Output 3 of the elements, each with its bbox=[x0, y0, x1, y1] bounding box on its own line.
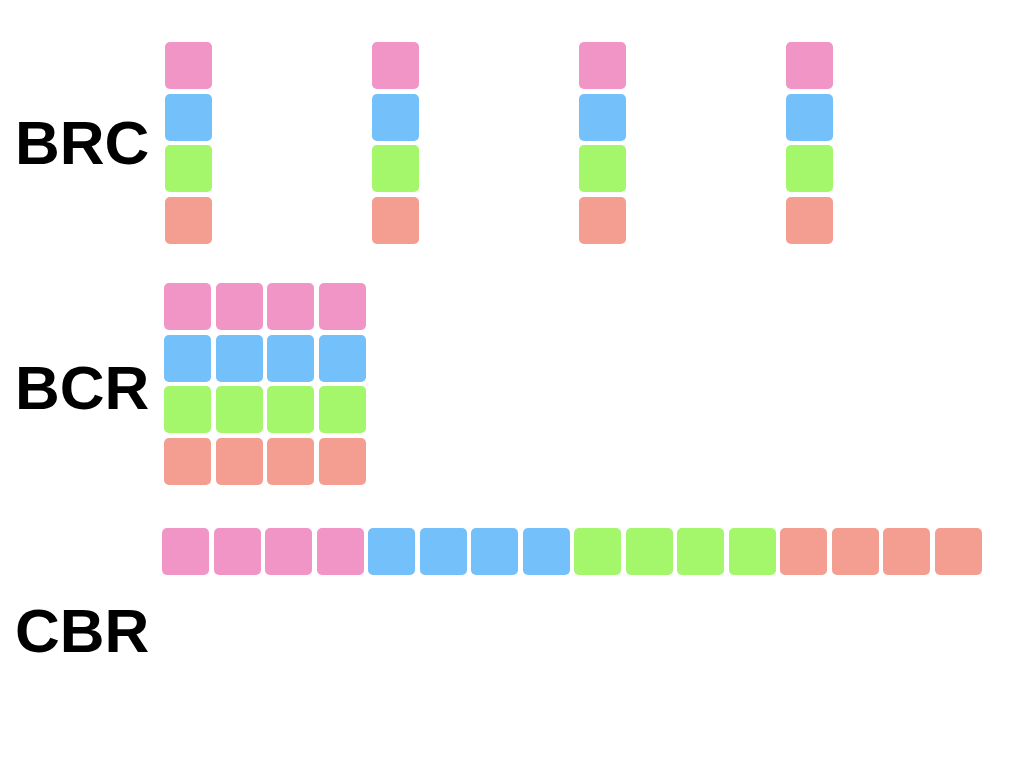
row-label: BCR bbox=[15, 357, 150, 419]
row-label: CBR bbox=[15, 600, 150, 662]
row-label: BRC bbox=[15, 112, 150, 174]
